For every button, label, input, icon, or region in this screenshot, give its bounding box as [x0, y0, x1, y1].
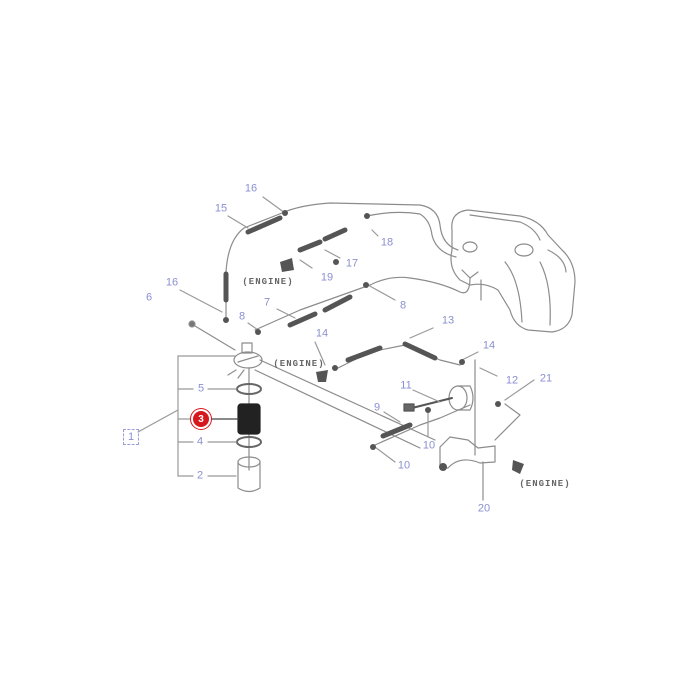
part-callout-6[interactable]: 6	[145, 291, 153, 304]
part-callout-21[interactable]: 21	[539, 372, 553, 385]
part-callout-20[interactable]: 20	[477, 502, 491, 515]
engine-label: (ENGINE)	[273, 359, 325, 369]
part-callout-19[interactable]: 19	[320, 271, 334, 284]
part-callout-13[interactable]: 13	[441, 314, 455, 327]
engine-arrow-icon	[512, 460, 524, 474]
engine-arrow-icon	[280, 258, 294, 272]
part-callout-5[interactable]: 5	[197, 382, 205, 395]
mounting-bracket-icon	[439, 359, 496, 501]
part-callout-14[interactable]: 14	[482, 339, 496, 352]
part-callout-12[interactable]: 12	[505, 374, 519, 387]
part-callout-16[interactable]: 16	[165, 276, 179, 289]
highlighted-part-callout-3[interactable]: 3	[193, 411, 209, 427]
part-callout-18[interactable]: 18	[380, 236, 394, 249]
part-callout-11[interactable]: 11	[400, 379, 412, 392]
filter-head-icon	[227, 342, 263, 379]
filter-element-icon	[237, 403, 261, 435]
part-callout-9[interactable]: 9	[373, 401, 381, 414]
fuel-tank-icon	[450, 209, 576, 333]
part-callout-2[interactable]: 2	[196, 469, 204, 482]
part-callout-10[interactable]: 10	[397, 459, 411, 472]
part-callout-8[interactable]: 8	[238, 310, 246, 323]
fuel-pump-icon	[403, 385, 474, 412]
part-callout-14[interactable]: 14	[315, 327, 329, 340]
engine-arrow-icon	[316, 370, 328, 382]
part-callout-17[interactable]: 17	[345, 257, 359, 270]
part-callout-4[interactable]: 4	[196, 435, 204, 448]
engine-label: (ENGINE)	[242, 277, 294, 287]
part-callout-10[interactable]: 10	[422, 439, 436, 452]
engine-label: (ENGINE)	[519, 479, 571, 489]
part-callout-15[interactable]: 15	[214, 202, 228, 215]
part-callout-16[interactable]: 16	[244, 182, 258, 195]
part-callout-8[interactable]: 8	[399, 299, 407, 312]
assembly-callout-1[interactable]: 1	[123, 429, 139, 445]
part-callout-7[interactable]: 7	[263, 296, 271, 309]
